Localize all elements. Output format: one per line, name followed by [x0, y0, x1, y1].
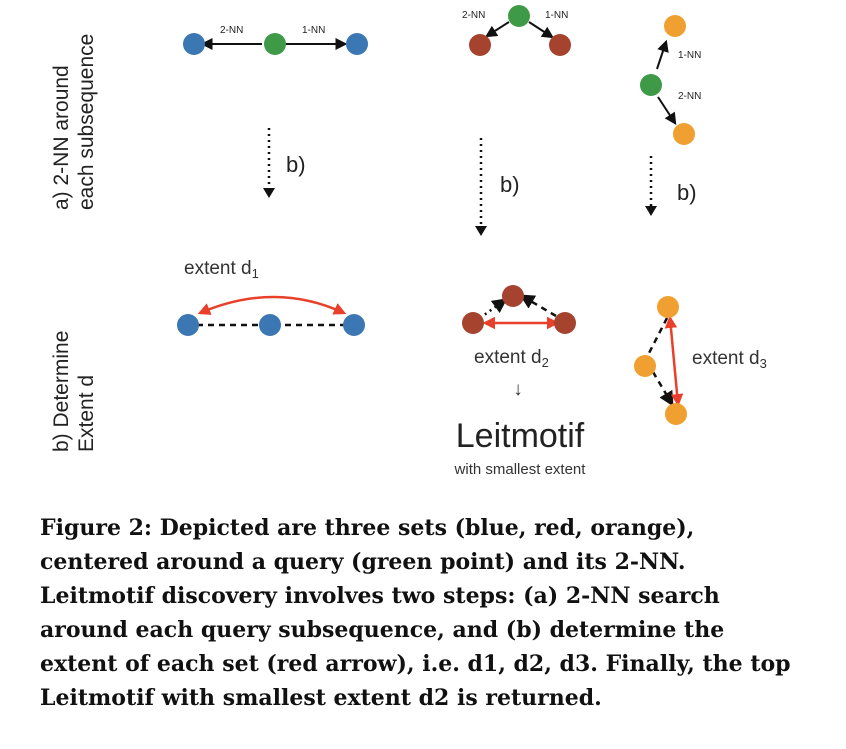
orange-point	[664, 15, 686, 37]
row-b-red-set: extent d2	[462, 285, 576, 370]
row-a-label-line2: each subsequence	[75, 34, 98, 210]
step-b-label: b)	[677, 180, 697, 205]
step-b-blue: b)	[263, 128, 306, 198]
step-b-arrowhead	[263, 188, 275, 198]
blue-point	[346, 33, 368, 55]
orange-dashed-link	[645, 317, 669, 358]
step-b-arrowhead	[645, 206, 657, 216]
red-1nn-label: 1-NN	[545, 10, 568, 21]
leitmotif-diagram: a) 2-NN around each subsequence b) Deter…	[50, 5, 767, 478]
blue-2nn-label: 2-NN	[220, 25, 243, 36]
blue-point	[183, 33, 205, 55]
red-point	[469, 34, 491, 56]
step-b-arrowhead	[475, 226, 487, 236]
red-2nn-arrow	[484, 21, 510, 38]
extent-d3-arrow	[664, 315, 684, 407]
row-b-orange-set: extent d3	[634, 296, 767, 425]
step-b-label: b)	[500, 172, 520, 197]
figure-caption: Figure 2: Depicted are three sets (blue,…	[40, 511, 800, 715]
orange-2nn-label: 2-NN	[678, 91, 701, 102]
figure-caption-text: Depicted are three sets (blue, red, oran…	[40, 515, 791, 711]
leitmotif-title: Leitmotif	[456, 417, 585, 455]
step-b-red: b)	[475, 138, 520, 236]
blue-point	[259, 314, 281, 336]
step-b-orange: b)	[645, 156, 697, 216]
extent-d2-label: extent d2	[474, 347, 549, 370]
orange-point	[673, 123, 695, 145]
red-dotted-link	[479, 298, 508, 320]
row-a-label-line1: a) 2-NN around	[50, 65, 73, 210]
orange-1nn-arrow	[656, 39, 669, 70]
orange-1nn-label: 1-NN	[678, 50, 701, 61]
row-a-blue-set: 2-NN 1-NN	[183, 25, 368, 55]
red-2nn-label: 2-NN	[462, 10, 485, 21]
orange-dashed-link	[651, 371, 674, 407]
orange-2nn-arrow	[657, 96, 677, 126]
figure-caption-label: Figure 2:	[40, 515, 153, 541]
leitmotif-result: ↓ Leitmotif with smallest extent	[454, 379, 587, 478]
orange-point	[657, 296, 679, 318]
extent-d1-label: extent d1	[184, 258, 259, 281]
result-down-arrow: ↓	[513, 379, 523, 400]
red-point	[462, 312, 484, 334]
red-point	[554, 312, 576, 334]
blue-point	[177, 314, 199, 336]
red-1nn-arrow	[528, 21, 555, 39]
row-a-orange-set: 1-NN 2-NN	[640, 15, 701, 145]
extent-d3-label: extent d3	[692, 348, 767, 371]
row-b-label-line2: Extent d	[75, 375, 98, 452]
row-b-label-line1: b) Determine	[50, 331, 73, 452]
extent-d1-arrow	[197, 295, 347, 315]
red-point	[502, 285, 524, 307]
query-point-green	[264, 33, 286, 55]
leitmotif-subtitle: with smallest extent	[454, 461, 587, 478]
row-b-blue-set: extent d1	[177, 258, 365, 336]
blue-1nn-label: 1-NN	[302, 25, 325, 36]
orange-point	[665, 403, 687, 425]
step-b-label: b)	[286, 152, 306, 177]
red-point	[549, 34, 571, 56]
query-point-green	[640, 74, 662, 96]
blue-point	[343, 314, 365, 336]
red-dashed-link	[519, 294, 557, 318]
orange-point	[634, 355, 656, 377]
query-point-green	[508, 5, 530, 27]
row-a-red-set: 2-NN 1-NN	[462, 5, 571, 56]
